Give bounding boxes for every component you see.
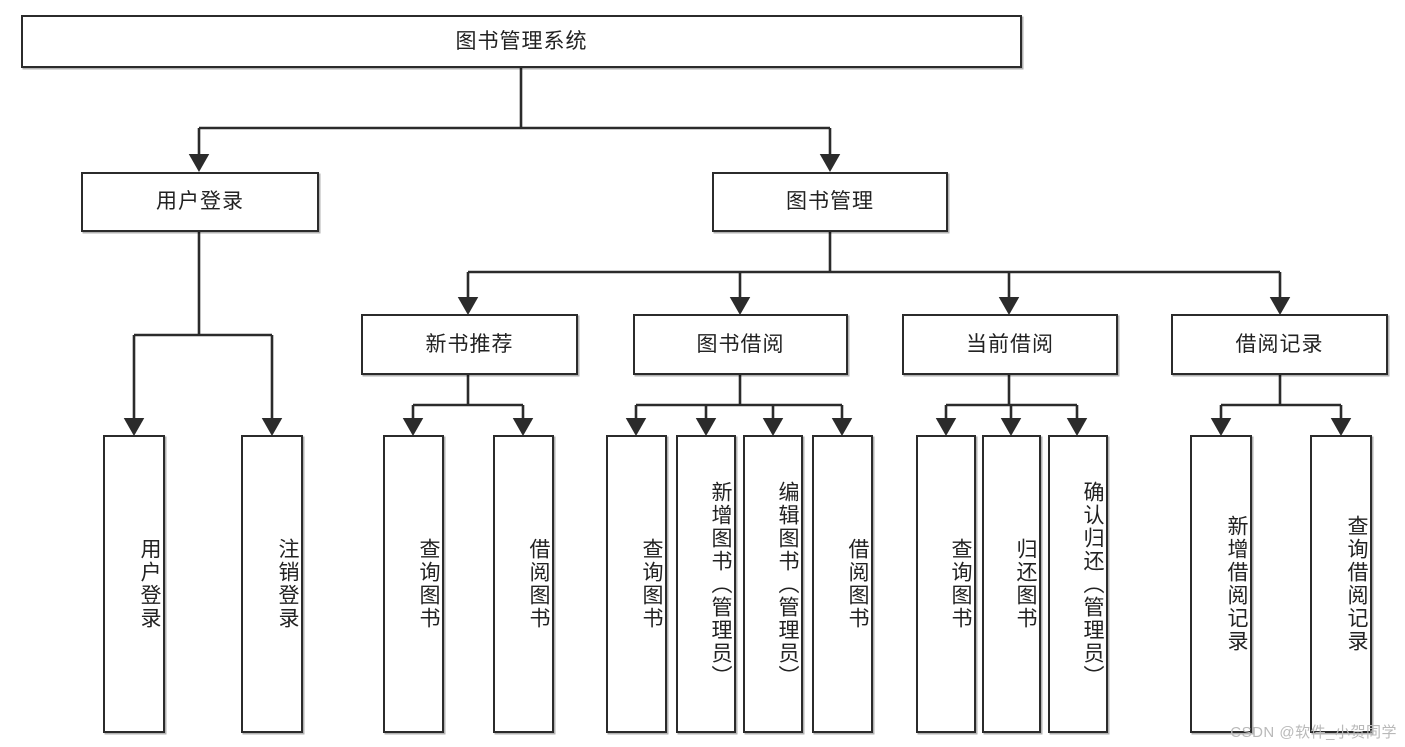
node-leaf-confirm-return-label: 确认归还（管理员）	[1081, 480, 1104, 688]
node-leaf-user-login-label: 用户登录	[138, 538, 161, 630]
node-leaf-query-book-1[interactable]: 查询图书	[383, 435, 444, 733]
node-leaf-add-record-label: 新增借阅记录	[1225, 515, 1248, 653]
node-leaf-query-book-1-label: 查询图书	[417, 538, 440, 630]
node-leaf-add-record[interactable]: 新增借阅记录	[1190, 435, 1252, 733]
node-leaf-borrow-book-1[interactable]: 借阅图书	[493, 435, 554, 733]
node-borrow-record-label: 借阅记录	[1235, 332, 1324, 356]
node-new-book-rec[interactable]: 新书推荐	[361, 314, 578, 375]
node-book-borrow[interactable]: 图书借阅	[633, 314, 848, 375]
node-leaf-query-book-2-label: 查询图书	[640, 538, 663, 630]
node-leaf-user-login[interactable]: 用户登录	[103, 435, 165, 733]
node-leaf-user-logout[interactable]: 注销登录	[241, 435, 303, 733]
node-leaf-add-book[interactable]: 新增图书（管理员）	[676, 435, 736, 733]
node-borrow-record[interactable]: 借阅记录	[1171, 314, 1388, 375]
node-leaf-confirm-return[interactable]: 确认归还（管理员）	[1048, 435, 1108, 733]
node-current-borrow[interactable]: 当前借阅	[902, 314, 1118, 375]
watermark: CSDN @软件_小贺同学	[1230, 724, 1397, 741]
node-leaf-query-book-3-label: 查询图书	[949, 538, 972, 630]
node-leaf-user-logout-label: 注销登录	[276, 538, 299, 630]
node-new-book-rec-label: 新书推荐	[425, 332, 514, 356]
node-user-login-label: 用户登录	[156, 190, 244, 214]
node-leaf-return-book[interactable]: 归还图书	[982, 435, 1041, 733]
node-leaf-query-record-label: 查询借阅记录	[1345, 515, 1368, 653]
node-book-manage[interactable]: 图书管理	[712, 172, 948, 232]
node-root[interactable]: 图书管理系统	[21, 15, 1022, 68]
node-user-login[interactable]: 用户登录	[81, 172, 319, 232]
node-leaf-borrow-book-2-label: 借阅图书	[846, 538, 869, 630]
node-root-label: 图书管理系统	[455, 29, 588, 53]
node-leaf-edit-book[interactable]: 编辑图书（管理员）	[743, 435, 803, 733]
node-leaf-add-book-label: 新增图书（管理员）	[709, 480, 732, 688]
node-leaf-return-book-label: 归还图书	[1014, 538, 1037, 630]
node-leaf-borrow-book-2[interactable]: 借阅图书	[812, 435, 873, 733]
node-leaf-query-book-3[interactable]: 查询图书	[916, 435, 976, 733]
node-book-manage-label: 图书管理	[786, 190, 874, 214]
node-book-borrow-label: 图书借阅	[696, 332, 785, 356]
node-leaf-query-book-2[interactable]: 查询图书	[606, 435, 667, 733]
node-current-borrow-label: 当前借阅	[966, 332, 1054, 356]
node-leaf-edit-book-label: 编辑图书（管理员）	[776, 480, 799, 688]
node-leaf-query-record[interactable]: 查询借阅记录	[1310, 435, 1372, 733]
node-leaf-borrow-book-1-label: 借阅图书	[527, 538, 550, 630]
